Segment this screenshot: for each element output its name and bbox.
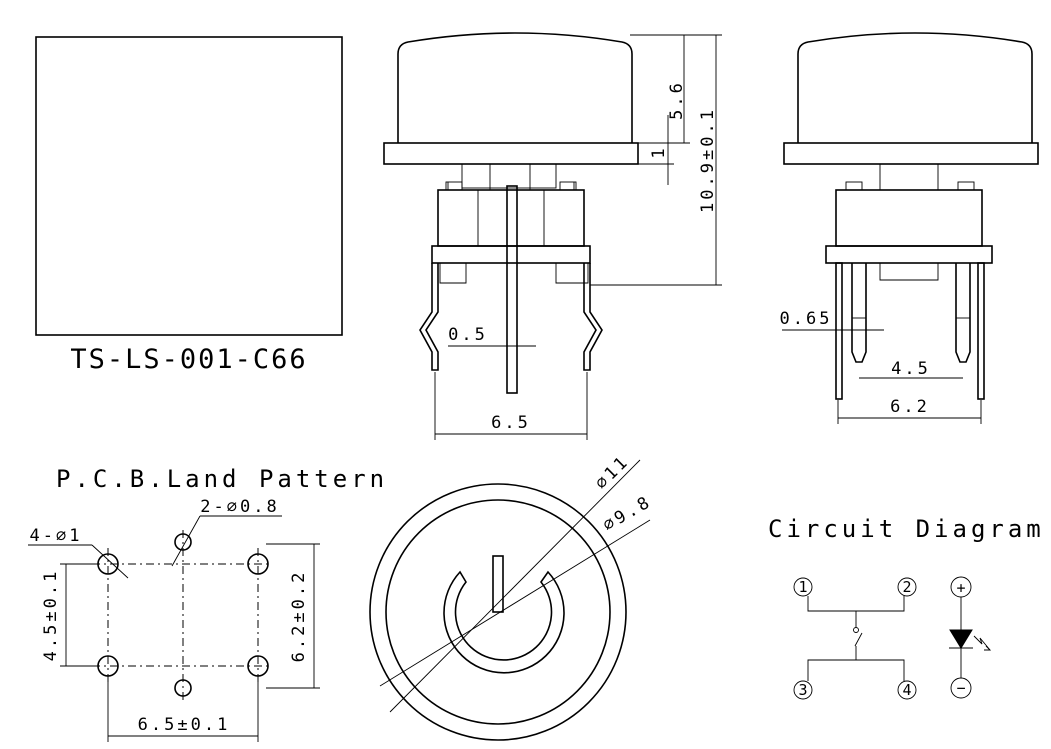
- dim-pitch: 6.5: [491, 413, 531, 433]
- pin-2: 2: [902, 578, 911, 596]
- led-minus: −: [956, 679, 965, 697]
- pin-3: 3: [798, 681, 807, 699]
- dim-total-height: 10.9±0.1: [698, 107, 718, 213]
- pcb-land-pattern: [28, 515, 320, 742]
- dim-led-lead: 0.65: [780, 309, 833, 329]
- dim-terminal-width: 0.5: [448, 325, 488, 345]
- dim-led-pitch: 4.5: [891, 359, 931, 379]
- pcb-dim-vertical-right: 6.2±0.2: [289, 570, 309, 663]
- pin-4: 4: [902, 681, 911, 699]
- pcb-dim-horizontal: 6.5±0.1: [138, 715, 231, 735]
- switch-schematic: [793, 577, 917, 700]
- dim-body-width: 6.2: [890, 397, 930, 417]
- led-plus: +: [956, 579, 965, 597]
- pcb-led-holes-label: 2-⌀0.8: [200, 497, 279, 517]
- circuit-title: Circuit Diagram: [768, 515, 1045, 543]
- dim-flange: 1: [649, 145, 669, 158]
- top-view: [369, 459, 651, 741]
- led-icon: [949, 576, 992, 699]
- pin-1: 1: [798, 578, 807, 596]
- pcb-switch-holes-label: 4-⌀1: [30, 526, 83, 546]
- pcb-dim-vertical-left: 4.5±0.1: [41, 569, 61, 662]
- top-dim-inner: ⌀9.8: [600, 492, 656, 536]
- product-photo-frame: [35, 36, 343, 336]
- part-number: TS-LS-001-C66: [70, 344, 307, 375]
- end-view: [782, 32, 1039, 424]
- dim-cap-height: 5.6: [667, 80, 687, 120]
- pcb-title: P.C.B.Land Pattern: [56, 465, 388, 493]
- side-view: [383, 32, 722, 440]
